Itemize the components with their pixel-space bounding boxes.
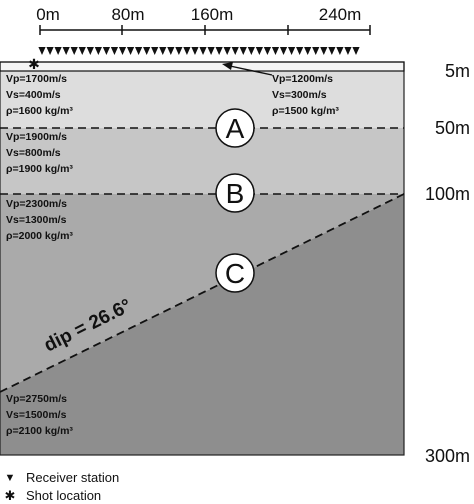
receiver-marker: [271, 47, 280, 55]
depth-label-50m: 50m: [435, 118, 470, 138]
svg-text:ρ=1900 kg/m³: ρ=1900 kg/m³: [6, 163, 73, 175]
receiver-marker: [223, 47, 231, 55]
layer-d-properties: Vp=2750m/s Vs=1500m/s ρ=2100 kg/m³: [6, 393, 73, 437]
svg-text:Vp=1200m/s: Vp=1200m/s: [272, 73, 333, 85]
legend: ▼ Receiver station ✱ Shot location: [5, 470, 120, 503]
receiver-marker: [110, 47, 119, 55]
receiver-marker: [135, 47, 143, 55]
receiver-marker: [70, 47, 78, 55]
depth-label-100m: 100m: [425, 184, 470, 204]
receiver-marker: [215, 47, 223, 55]
receiver-marker: [126, 47, 135, 55]
layer-d-fill: [0, 194, 404, 455]
receiver-marker: [231, 47, 239, 55]
svg-text:Vs=800m/s: Vs=800m/s: [6, 147, 61, 159]
layer-a-fill: [0, 71, 404, 128]
receiver-marker: [62, 47, 70, 55]
svg-text:Vp=2300m/s: Vp=2300m/s: [6, 198, 67, 210]
svg-text:ρ=1500 kg/m³: ρ=1500 kg/m³: [272, 105, 339, 117]
svg-text:C: C: [225, 258, 245, 289]
depth-label-300m: 300m: [425, 446, 470, 466]
receiver-marker: [263, 47, 272, 55]
receiver-marker: [151, 47, 159, 55]
receiver-marker: [46, 47, 54, 55]
receiver-marker: [247, 47, 255, 55]
receiver-marker: [279, 47, 288, 55]
receiver-marker: [207, 47, 215, 55]
receiver-marker: [199, 47, 207, 55]
top-layer-box: [0, 61, 405, 72]
shot-legend-symbol: ✱: [5, 488, 16, 503]
svg-text:ρ=1600 kg/m³: ρ=1600 kg/m³: [6, 105, 73, 117]
receiver-marker: [344, 47, 352, 55]
svg-text:Vp=1900m/s: Vp=1900m/s: [6, 131, 67, 143]
distance-tick-label: 240m: [319, 5, 362, 24]
receiver-marker: [118, 47, 127, 55]
receiver-marker: [239, 47, 247, 55]
svg-text:Vp=2750m/s: Vp=2750m/s: [6, 393, 67, 405]
receiver-marker: [86, 47, 94, 55]
receiver-legend-symbol: ▼: [5, 472, 16, 484]
svg-text:Vs=300m/s: Vs=300m/s: [272, 89, 327, 101]
svg-text:B: B: [226, 178, 245, 209]
receiver-marker: [183, 47, 191, 55]
receiver-marker: [312, 47, 320, 55]
distance-tick-label: 0m: [36, 5, 60, 24]
shot-legend-label: Shot location: [26, 488, 101, 503]
svg-text:ρ=2100 kg/m³: ρ=2100 kg/m³: [6, 425, 73, 437]
receiver-marker: [167, 47, 175, 55]
receiver-marker: [320, 47, 328, 55]
receiver-marker: [191, 47, 199, 55]
receiver-marker: [94, 47, 102, 55]
layer-a-circle: A: [215, 108, 255, 148]
receiver-marker: [336, 47, 344, 55]
dipping-interface: [0, 193, 405, 393]
receiver-marker: [54, 47, 62, 55]
receiver-marker: [78, 47, 86, 55]
svg-text:ρ=2000 kg/m³: ρ=2000 kg/m³: [6, 230, 73, 242]
receiver-marker: [175, 47, 183, 55]
svg-text:Vs=1500m/s: Vs=1500m/s: [6, 409, 67, 421]
receiver-array: [38, 47, 360, 55]
svg-text:A: A: [226, 113, 245, 144]
svg-text:Vs=1300m/s: Vs=1300m/s: [6, 214, 67, 226]
svg-text:Vp=1700m/s: Vp=1700m/s: [6, 73, 67, 85]
receiver-marker: [287, 47, 296, 55]
receiver-marker: [296, 47, 304, 55]
layer-top-fill: [0, 62, 404, 71]
layer-b-properties: Vp=1900m/s Vs=800m/s ρ=1900 kg/m³: [6, 131, 73, 175]
top-layer-arrow: [222, 62, 273, 76]
receiver-marker: [143, 47, 151, 55]
depth-label-5m: 5m: [445, 61, 470, 81]
layer-b-fill: [0, 128, 404, 194]
receiver-marker: [102, 47, 111, 55]
distance-tick-label: 80m: [111, 5, 144, 24]
svg-text:Vs=400m/s: Vs=400m/s: [6, 89, 61, 101]
distance-axis: 0m 80m 160m 240m: [36, 5, 371, 35]
layer-b-circle: B: [215, 173, 255, 213]
top-layer-properties: Vp=1200m/s Vs=300m/s ρ=1500 kg/m³: [272, 73, 339, 117]
layer-c-properties: Vp=2300m/s Vs=1300m/s ρ=2000 kg/m³: [6, 198, 73, 242]
receiver-marker: [352, 47, 360, 55]
receiver-marker: [255, 47, 263, 55]
shot-marker: ✱: [28, 56, 40, 72]
receiver-marker: [328, 47, 336, 55]
receiver-marker: [38, 47, 46, 55]
distance-tick-label: 160m: [191, 5, 234, 24]
receiver-legend-label: Receiver station: [26, 470, 119, 485]
receiver-marker: [304, 47, 312, 55]
receiver-marker: [159, 47, 167, 55]
layer-c-circle: C: [215, 253, 255, 293]
layer-a-properties: Vp=1700m/s Vs=400m/s ρ=1600 kg/m³: [6, 73, 73, 117]
